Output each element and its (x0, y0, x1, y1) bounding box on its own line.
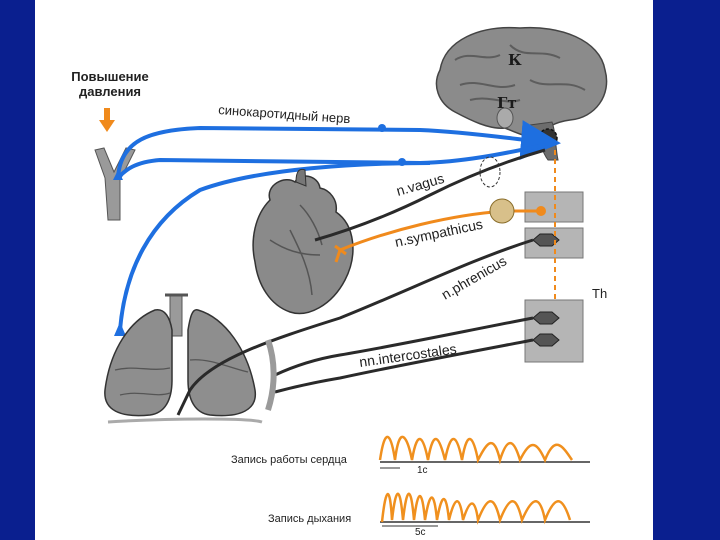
heart-record-label: Запись работы сердца (231, 454, 348, 466)
breath-record-trace (380, 492, 590, 527)
pressure-rise-arrow-icon (99, 108, 115, 132)
thoracic-label: Th (592, 286, 607, 301)
hypothalamus-label: Гт (497, 94, 517, 112)
vagus-nerve-label: n.vagus (394, 170, 446, 199)
heart-record-trace (378, 435, 590, 469)
carotid-sinus-illustration (94, 147, 136, 221)
carotid-sinus-nerve (113, 120, 561, 336)
phrenic-nerve (176, 238, 534, 416)
heart-illustration (252, 168, 354, 315)
pressure-rise-label-line1: Повышение (71, 69, 149, 84)
cortex-label: К (508, 51, 522, 69)
pressure-rise-label-line2: давления (79, 84, 141, 99)
breath-record-label: Запись дыхания (268, 513, 351, 525)
vagus-nerve (314, 148, 546, 242)
carotid-sinus-nerve-label: синокаротидный нерв (218, 102, 351, 126)
intercostal-nerves (265, 316, 534, 411)
sympathetic-nerve (334, 198, 541, 263)
breath-scale-label: 5с (415, 527, 426, 538)
spinal-cord-illustration (524, 150, 584, 363)
heart-scale-label: 1с (417, 465, 428, 476)
